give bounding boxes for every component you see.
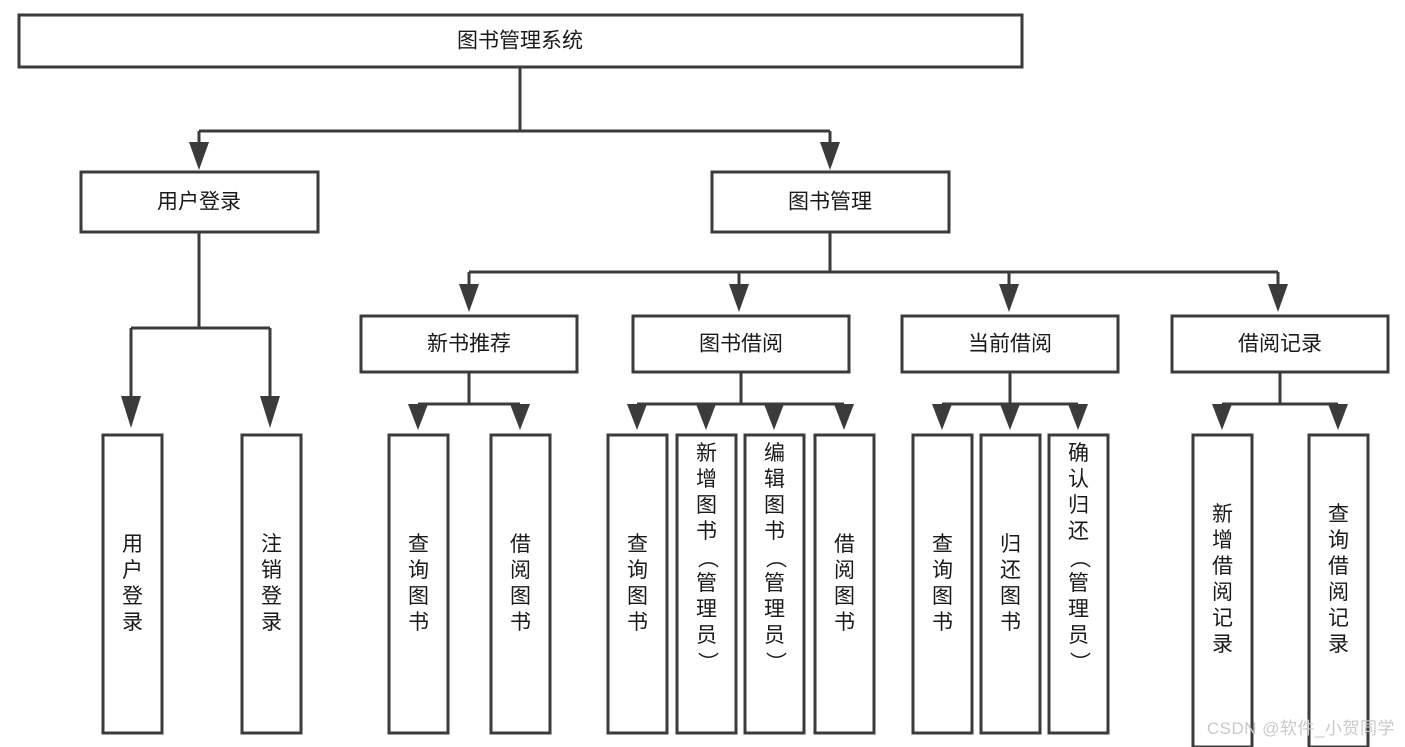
arrow-to-leaf-confirm-return <box>1068 404 1088 430</box>
node-new-book-rec-label: 新书推荐 <box>427 333 511 356</box>
leaf-box-edit-book[interactable] <box>743 433 806 735</box>
node-book-borrow-box[interactable] <box>631 314 851 374</box>
arrow-to-leaf-query-book-3 <box>932 404 952 430</box>
arrow-to-new-book-rec <box>459 284 479 312</box>
arrow-to-book-manage <box>820 142 840 170</box>
leaf-box-query-book-2[interactable] <box>606 433 669 735</box>
arrow-to-leaf-return-book <box>1000 404 1020 430</box>
arrow-to-leaf-edit-book <box>764 404 784 430</box>
leaf-box-borrow-book-1[interactable] <box>489 433 552 735</box>
node-book-borrow-label: 图书借阅 <box>699 333 783 356</box>
node-current-borrow-label: 当前借阅 <box>968 333 1052 356</box>
leaf-box-query-book-3[interactable] <box>911 433 974 735</box>
arrow-to-leaf-query-book-1 <box>408 404 428 430</box>
leaf-box-borrow-book-2[interactable] <box>813 433 876 735</box>
arrow-to-user-login <box>189 142 209 170</box>
node-new-book-rec-box[interactable] <box>359 314 579 374</box>
node-root[interactable]: 图书管理系统 <box>17 13 1024 69</box>
arrow-to-leaf-borrow-book-1 <box>510 404 530 430</box>
node-user-login-label: 用户登录 <box>157 191 241 214</box>
node-borrow-record[interactable]: 借阅记录 <box>1170 314 1390 374</box>
arrow-to-current-borrow <box>999 284 1019 312</box>
arrow-to-leaf-borrow-book-2 <box>834 404 854 430</box>
leaf-box-user-logout[interactable] <box>240 433 303 735</box>
node-borrow-record-box[interactable] <box>1170 314 1390 374</box>
leaf-box-add-book[interactable] <box>675 433 738 735</box>
leaf-box-user-login[interactable] <box>101 433 164 735</box>
arrow-to-leaf-add-record <box>1212 404 1232 430</box>
leaf-box-query-book-1[interactable] <box>387 433 450 735</box>
node-current-borrow[interactable]: 当前借阅 <box>900 314 1120 374</box>
arrow-to-leaf-query-record <box>1328 404 1348 430</box>
arrow-to-leaf-user-logout <box>260 396 280 428</box>
arrow-to-book-borrow <box>729 284 749 312</box>
arrow-to-leaf-add-book <box>696 404 716 430</box>
node-book-manage-label: 图书管理 <box>788 191 872 214</box>
node-current-borrow-box[interactable] <box>900 314 1120 374</box>
arrow-to-leaf-user-login <box>121 396 141 428</box>
leaf-box-return-book[interactable] <box>979 433 1042 735</box>
node-borrow-record-label: 借阅记录 <box>1238 333 1322 356</box>
node-user-login[interactable]: 用户登录 <box>79 170 320 234</box>
node-root-label: 图书管理系统 <box>457 30 583 53</box>
leaf-box-confirm-return[interactable] <box>1047 433 1110 735</box>
node-new-book-rec[interactable]: 新书推荐 <box>359 314 579 374</box>
node-book-borrow[interactable]: 图书借阅 <box>631 314 851 374</box>
node-root-box[interactable] <box>17 13 1024 69</box>
leaf-box-add-record[interactable] <box>1191 433 1254 747</box>
node-book-manage[interactable]: 图书管理 <box>710 170 951 234</box>
node-book-manage-box[interactable] <box>710 170 951 234</box>
arrow-to-borrow-record <box>1268 284 1288 312</box>
leaf-box-query-record[interactable] <box>1307 433 1370 747</box>
arrow-to-leaf-query-book-2 <box>627 404 647 430</box>
